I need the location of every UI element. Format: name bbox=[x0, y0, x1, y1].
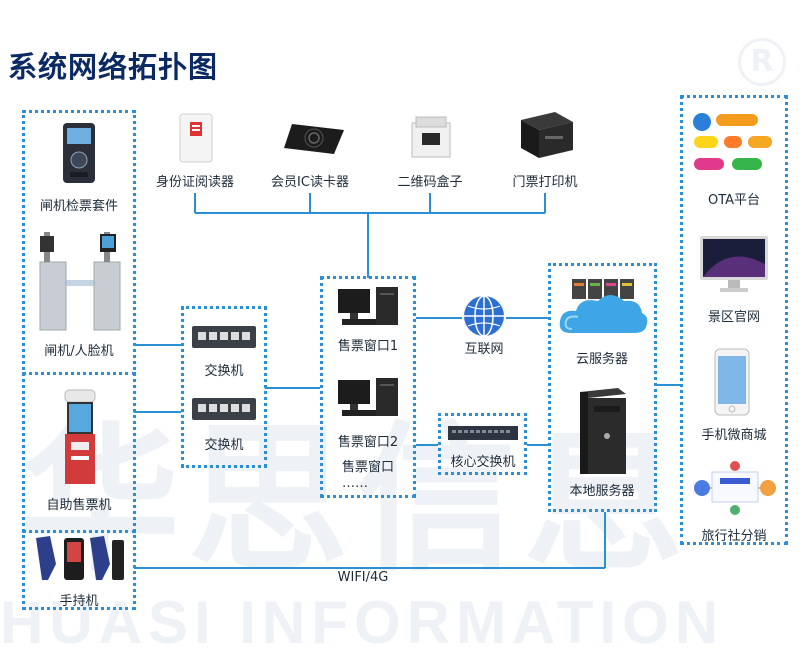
agency-network-icon bbox=[690, 460, 780, 520]
group-ticket-windows bbox=[320, 276, 416, 498]
scenic-site-monitor bbox=[698, 234, 770, 300]
wifi-label: WIFI/4G bbox=[337, 570, 389, 585]
window1-label: 售票窗口1 bbox=[337, 339, 399, 354]
internet-label: 互联网 bbox=[464, 342, 504, 357]
id-reader-device bbox=[178, 112, 214, 168]
left-separator-2 bbox=[22, 530, 136, 533]
group-core-switch bbox=[438, 413, 527, 475]
group-platforms bbox=[680, 95, 788, 545]
local-server-label: 本地服务器 bbox=[569, 484, 635, 499]
wechat-mall-label: 手机微商城 bbox=[701, 428, 767, 443]
switch1-label: 交换机 bbox=[204, 364, 244, 379]
ticket-printer-device bbox=[515, 110, 575, 164]
group-servers bbox=[548, 263, 657, 512]
self-kiosk-device bbox=[62, 388, 98, 492]
scenic-site-label: 景区官网 bbox=[707, 310, 761, 325]
switch2-label: 交换机 bbox=[204, 438, 244, 453]
gate-face-label: 闸机/人脸机 bbox=[44, 344, 114, 359]
window3-label: 售票窗口 bbox=[341, 460, 395, 475]
ota-label: OTA平台 bbox=[707, 193, 761, 208]
left-separator-1 bbox=[22, 372, 136, 375]
cloud-server-label: 云服务器 bbox=[575, 352, 629, 367]
gate-face-device bbox=[36, 230, 126, 336]
wechat-mall-phone bbox=[714, 348, 750, 420]
window1-computer bbox=[336, 285, 402, 335]
page-title: 系统网络拓扑图 bbox=[8, 50, 219, 84]
id-reader-label: 身份证阅读器 bbox=[155, 175, 235, 190]
ic-reader-device bbox=[282, 120, 346, 162]
ic-reader-label: 会员IC读卡器 bbox=[271, 175, 349, 190]
ticket-printer-label: 门票打印机 bbox=[512, 175, 578, 190]
core-switch-label: 核心交换机 bbox=[450, 455, 516, 470]
group-left-terminals bbox=[22, 110, 136, 610]
watermark-english: HUASI INFORMATION bbox=[0, 589, 725, 656]
switch2-device bbox=[190, 396, 258, 428]
group-switches bbox=[181, 306, 267, 468]
self-kiosk-label: 自助售票机 bbox=[46, 498, 112, 513]
switch1-device bbox=[190, 324, 258, 356]
internet-globe-icon bbox=[462, 294, 506, 342]
agency-label: 旅行社分销 bbox=[701, 529, 767, 544]
handheld-device bbox=[34, 534, 126, 588]
gate-kit-label: 闸机检票套件 bbox=[39, 199, 119, 214]
handheld-label: 手持机 bbox=[59, 594, 99, 609]
cloud-server-icon bbox=[558, 275, 648, 341]
window2-computer bbox=[336, 376, 402, 426]
registered-mark: R bbox=[738, 38, 786, 86]
window-ellipsis: …… bbox=[342, 476, 368, 491]
gate-kit-device bbox=[62, 122, 96, 188]
qr-box-device bbox=[408, 115, 454, 163]
watermark-chinese: 华思信息 bbox=[20, 406, 693, 593]
local-server-device bbox=[576, 386, 630, 480]
ota-logos-icon bbox=[690, 110, 778, 180]
qr-box-label: 二维码盒子 bbox=[397, 175, 463, 190]
window2-label: 售票窗口2 bbox=[337, 435, 399, 450]
core-switch-device bbox=[447, 423, 519, 447]
